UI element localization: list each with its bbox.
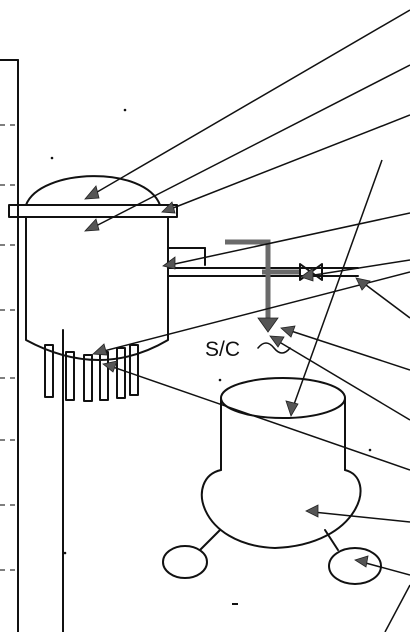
sc-tilde — [257, 342, 291, 354]
vessel-body — [25, 216, 169, 361]
suppression-chamber-tank — [162, 377, 382, 585]
vessel-flange — [8, 204, 178, 218]
dot-mark — [63, 551, 67, 555]
torus-right-section — [328, 547, 382, 585]
leader-lines — [84, 9, 410, 632]
reactor-vessel — [8, 175, 178, 361]
building-wall — [0, 59, 19, 632]
control-rod-drives — [44, 344, 139, 402]
dot-mark — [123, 108, 127, 112]
torus-left-section — [162, 545, 208, 579]
flow-arrowhead — [257, 317, 279, 333]
flow-path — [225, 239, 271, 318]
torus-body — [200, 469, 362, 549]
dot-mark — [218, 378, 222, 382]
sc-label: S/C — [205, 338, 240, 361]
piping — [167, 239, 359, 333]
dot-mark — [50, 156, 54, 160]
vessel-dome — [25, 175, 161, 206]
dot-mark — [368, 448, 372, 452]
